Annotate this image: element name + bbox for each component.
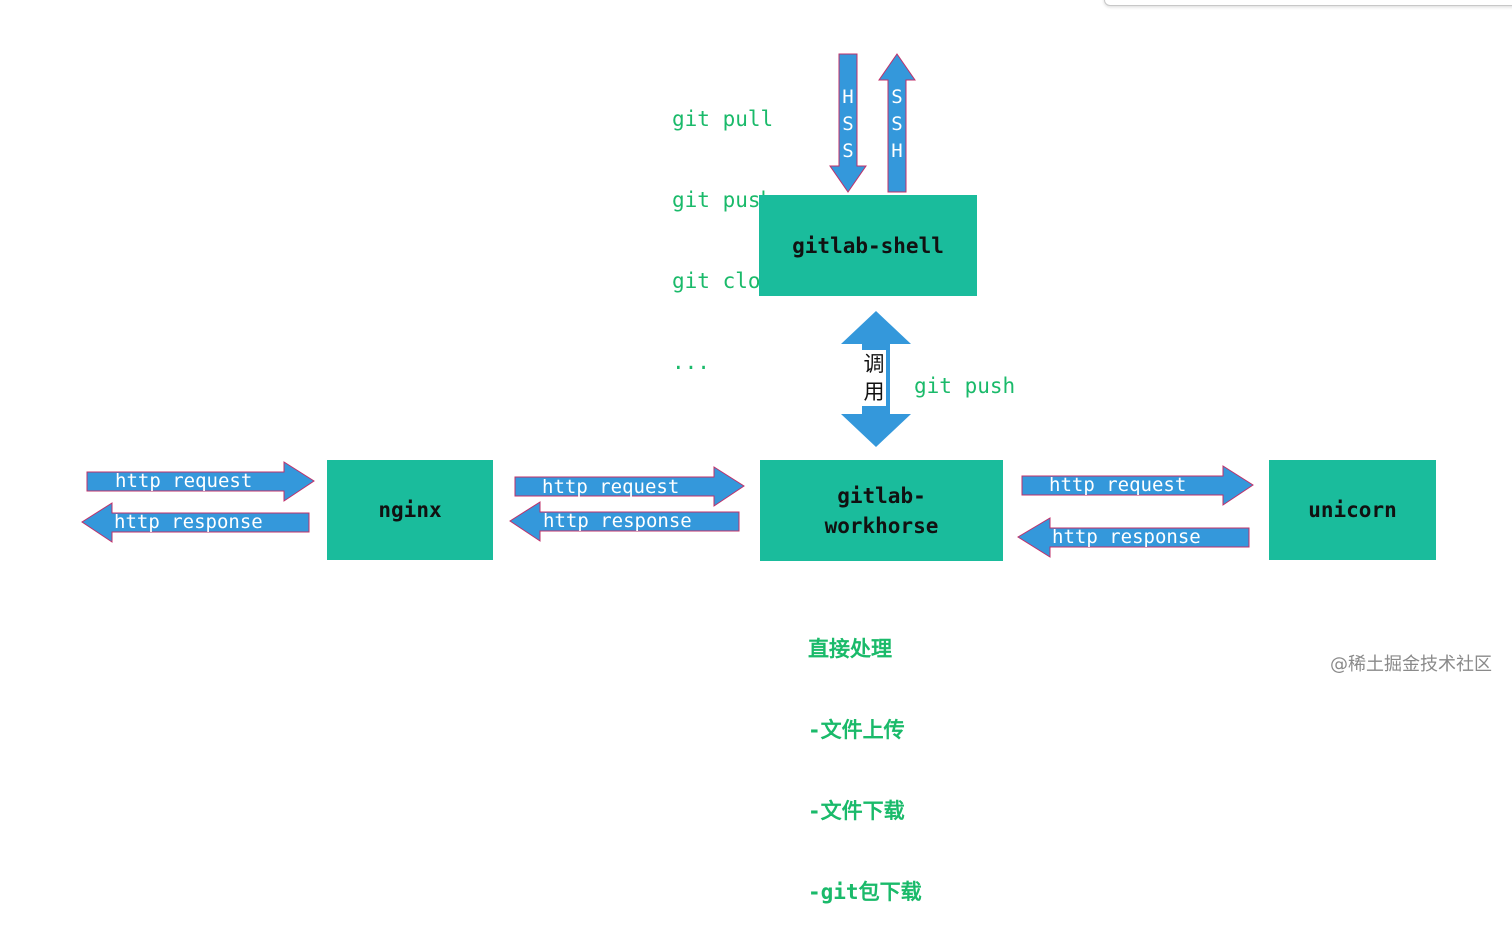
left-response-label: http response: [114, 511, 263, 533]
right-response-arrow: [1017, 517, 1250, 558]
gitlab-shell-box: gitlab-shell: [759, 195, 977, 296]
direct-handling-item: -文件下载: [808, 799, 905, 823]
watermark: @稀土掘金技术社区: [1330, 654, 1492, 675]
right-request-label: http request: [1049, 474, 1187, 496]
workhorse-label-line2: workhorse: [824, 513, 939, 538]
unicorn-label: unicorn: [1308, 498, 1397, 522]
ssh-up-arrow: [878, 53, 916, 193]
git-command-item: git pull: [672, 107, 774, 131]
right-request-arrow: [1021, 465, 1254, 506]
right-response-label: http response: [1052, 526, 1201, 548]
gitlab-workhorse-box: gitlab- workhorse: [760, 460, 1003, 561]
gitlab-shell-label: gitlab-shell: [792, 233, 944, 258]
mid-response-arrow: [509, 501, 740, 542]
left-request-label: http request: [115, 470, 253, 492]
window-frame-edge: [1104, 0, 1512, 6]
call-note: git push: [914, 374, 1016, 398]
unicorn-box: unicorn: [1269, 460, 1436, 560]
nginx-label: nginx: [378, 498, 442, 522]
mid-request-arrow: [514, 466, 745, 507]
direct-handling-list: 直接处理 -文件上传 -文件下载 -git包下载: [808, 582, 922, 933]
mid-response-label: http response: [543, 510, 692, 532]
call-label: 调 用: [862, 350, 886, 406]
ssh-up-label: S S H: [891, 86, 903, 162]
direct-handling-item: -git包下载: [808, 880, 922, 904]
ssh-down-arrow: [829, 53, 867, 193]
left-request-arrow: [86, 461, 315, 502]
ssh-down-label: H S S: [842, 86, 854, 162]
git-command-item: ...: [672, 350, 710, 374]
direct-handling-item: -文件上传: [808, 718, 905, 742]
left-response-arrow: [81, 502, 310, 543]
direct-handling-title: 直接处理: [808, 637, 892, 661]
workhorse-label-line1: gitlab-: [837, 483, 926, 508]
mid-request-label: http request: [542, 476, 680, 498]
nginx-box: nginx: [327, 460, 493, 560]
